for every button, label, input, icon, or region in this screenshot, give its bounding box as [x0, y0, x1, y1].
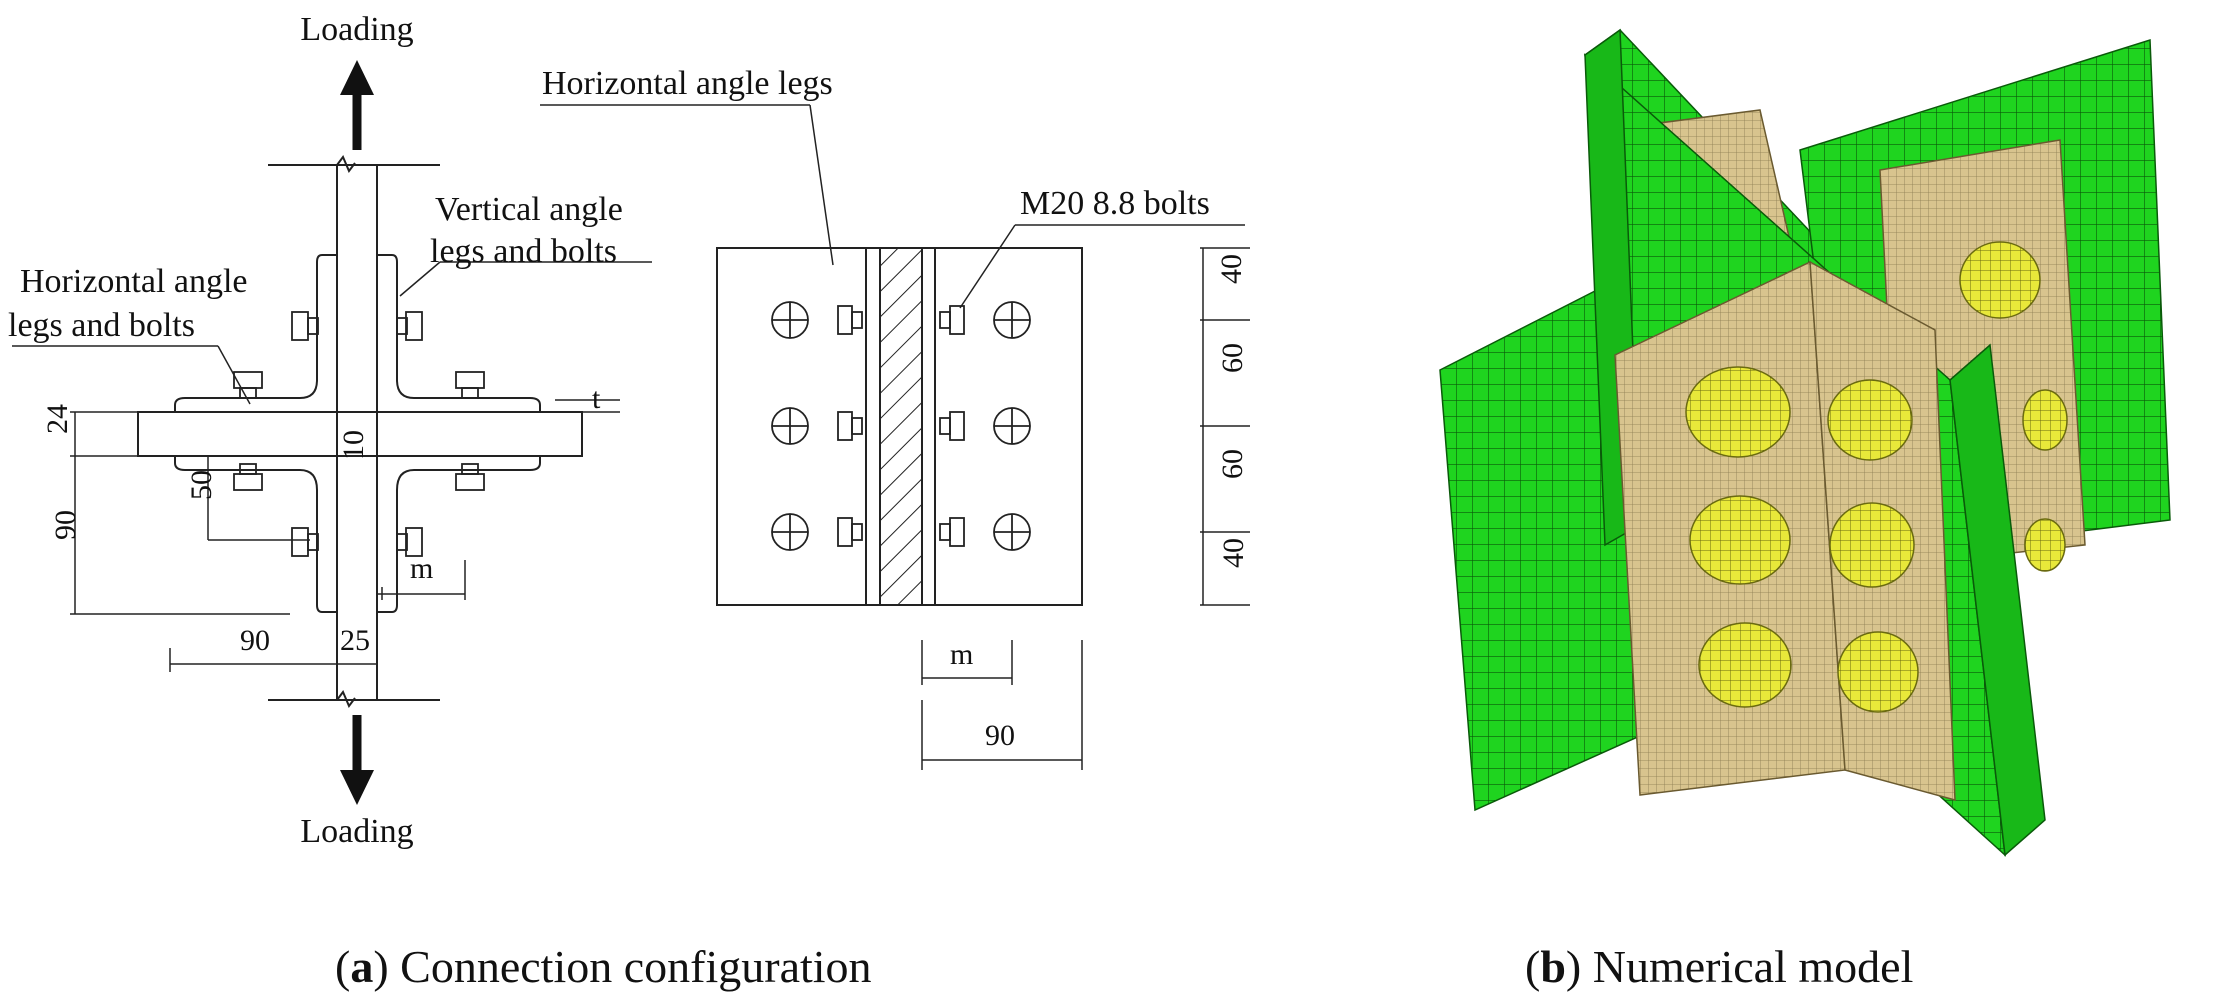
caption-b-letter: b	[1540, 941, 1566, 992]
horizontal-angle-label-line1: Horizontal angle	[20, 263, 248, 300]
angle-upper-left	[174, 254, 338, 413]
caption-a-text: Connection configuration	[388, 941, 872, 992]
dim-m-side: m	[410, 552, 433, 585]
caption-b: (b) Numerical model	[1525, 941, 1914, 992]
loading-top-label: Loading	[300, 11, 413, 48]
vertical-angle-label-line2: legs and bolts	[430, 233, 617, 270]
side-view	[12, 60, 652, 805]
side-dimensions	[70, 399, 620, 672]
caption-a: (a) Connection configuration	[335, 941, 872, 992]
dim-front-60-upper: 60	[1216, 343, 1249, 373]
angle-lower-right	[376, 455, 541, 613]
horizontal-angle-legs-label: Horizontal angle legs	[542, 65, 833, 102]
dim-front-90: 90	[985, 719, 1015, 752]
dim-front-60-lower: 60	[1216, 449, 1249, 479]
dim-90-vertical: 90	[49, 510, 82, 540]
angle-lower-left	[174, 455, 338, 613]
dim-25: 25	[340, 624, 370, 657]
caption-b-text: Numerical model	[1581, 941, 1914, 992]
front-view	[540, 104, 1250, 770]
vertical-angle-label-line1: Vertical angle	[435, 191, 623, 228]
dim-front-m: m	[950, 638, 973, 671]
angle-upper-right	[376, 254, 541, 413]
bolts-label: M20 8.8 bolts	[1020, 185, 1210, 222]
loading-arrow-down	[340, 715, 374, 805]
model-bolts	[1685, 366, 1919, 713]
horizontal-angle-label-line2: legs and bolts	[8, 307, 195, 344]
caption-a-letter: a	[350, 941, 374, 992]
dim-24: 24	[41, 404, 74, 434]
dim-front-40-bottom: 40	[1217, 538, 1250, 568]
front-dimensions	[921, 247, 1250, 770]
dim-t: t	[592, 382, 601, 415]
dim-90-horizontal: 90	[240, 624, 270, 657]
loading-arrow-up	[340, 60, 374, 150]
dim-10: 10	[337, 430, 370, 460]
bolt-holes	[771, 301, 1031, 551]
dim-50: 50	[185, 470, 218, 500]
front-bolt-heads	[837, 305, 965, 547]
dim-front-40-top: 40	[1215, 254, 1248, 284]
numerical-model	[1439, 28, 2171, 857]
loading-bottom-label: Loading	[300, 813, 413, 850]
hatched-section	[879, 247, 923, 606]
side-bolts	[233, 311, 485, 557]
